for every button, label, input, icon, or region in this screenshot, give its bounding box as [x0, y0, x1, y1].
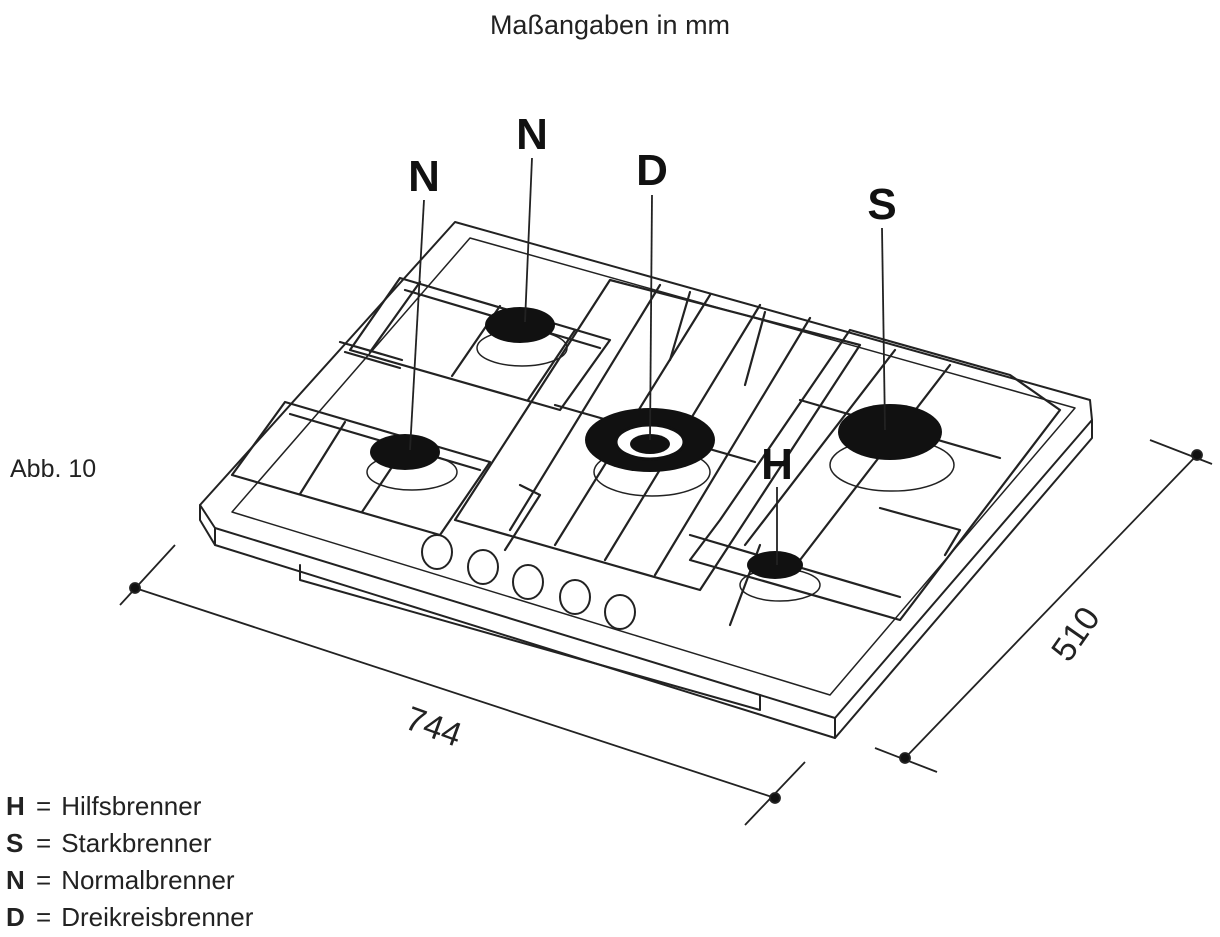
figure-label: Abb. 10	[10, 455, 97, 483]
legend-text: Normalbrenner	[61, 865, 235, 895]
legend-key: S	[6, 828, 24, 858]
pan-support-center	[453, 278, 862, 592]
legend-key: D	[6, 902, 25, 932]
burner-label-s-right: S	[867, 180, 897, 229]
legend-item: N=Normalbrenner	[6, 862, 253, 899]
label-leaders	[409, 157, 886, 565]
burner-label-n-top: N	[516, 110, 548, 159]
burner-n-top	[476, 307, 568, 367]
burner-h-front	[739, 551, 821, 602]
burner-label-d-center: D	[636, 146, 668, 195]
legend-text: Hilfsbrenner	[61, 791, 202, 821]
knob-3	[512, 564, 544, 600]
hob-front-edge	[199, 419, 1093, 739]
legend-text: Dreikreisbrenner	[61, 902, 254, 932]
burner-legend: H=Hilfsbrenner S=Starkbrenner N=Normalbr…	[6, 788, 253, 936]
page-title: Maßangaben in mm	[489, 10, 731, 40]
knob-1	[421, 534, 453, 570]
legend-item: D=Dreikreisbrenner	[6, 899, 253, 936]
legend-text: Starkbrenner	[61, 828, 212, 858]
knob-2	[467, 549, 499, 585]
legend-item: H=Hilfsbrenner	[6, 788, 253, 825]
dimension-width-line	[119, 544, 806, 826]
control-knobs	[421, 534, 636, 630]
legend-key: H	[6, 791, 25, 821]
legend-item: S=Starkbrenner	[6, 825, 253, 862]
burner-label-h-front: H	[761, 440, 793, 489]
knob-4	[559, 579, 591, 615]
hob-underside	[299, 564, 761, 711]
burner-n-left	[366, 434, 458, 491]
burner-label-n-left: N	[408, 152, 440, 201]
dimension-depth-line	[874, 439, 1213, 773]
burner-s-right	[829, 404, 955, 492]
knob-5	[604, 594, 636, 630]
legend-key: N	[6, 865, 25, 895]
